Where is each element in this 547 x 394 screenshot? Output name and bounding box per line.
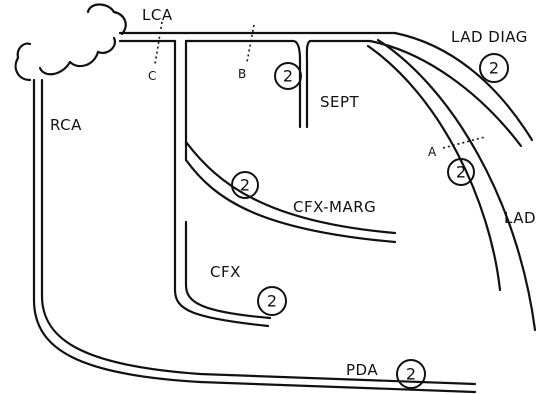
badge-cfx: 2: [257, 286, 287, 316]
cut-line-b: B: [238, 24, 255, 81]
cut-label-b: B: [238, 67, 246, 81]
rca-vessel: [32, 78, 477, 394]
cfx-marg-vessel: [184, 140, 397, 244]
label-lad-diag: LAD DIAG: [451, 28, 528, 46]
cut-line-c: C: [148, 21, 163, 83]
aortic-root: [14, 3, 127, 82]
cut-line-a: A: [428, 136, 486, 159]
cut-label-c: C: [148, 69, 156, 83]
badge-sept: 2: [274, 62, 302, 90]
cut-label-a: A: [428, 145, 437, 159]
sept-vessel: [291, 39, 312, 129]
badge-lad: 2: [447, 158, 475, 186]
svg-text:2: 2: [267, 292, 277, 311]
lca-vessel: [118, 31, 397, 43]
svg-text:2: 2: [489, 59, 499, 78]
cfx-vessel: [173, 39, 272, 328]
svg-text:2: 2: [456, 163, 466, 182]
badge-lad-diag: 2: [479, 53, 509, 83]
label-sept: SEPT: [320, 93, 360, 111]
lad-diag-vessel: [368, 31, 534, 148]
badge-cfx-marg: 2: [231, 171, 259, 199]
svg-text:2: 2: [240, 176, 250, 195]
svg-text:2: 2: [406, 365, 416, 384]
label-lad: LAD: [504, 209, 536, 227]
badge-pda: 2: [396, 359, 426, 389]
label-cfx: CFX: [210, 263, 241, 281]
label-cfx-marg: CFX-MARG: [293, 198, 376, 216]
label-rca: RCA: [50, 116, 82, 134]
lad-vessel: [366, 38, 537, 332]
label-lca: LCA: [142, 6, 173, 24]
svg-text:2: 2: [283, 67, 293, 86]
label-pda: PDA: [346, 361, 378, 379]
